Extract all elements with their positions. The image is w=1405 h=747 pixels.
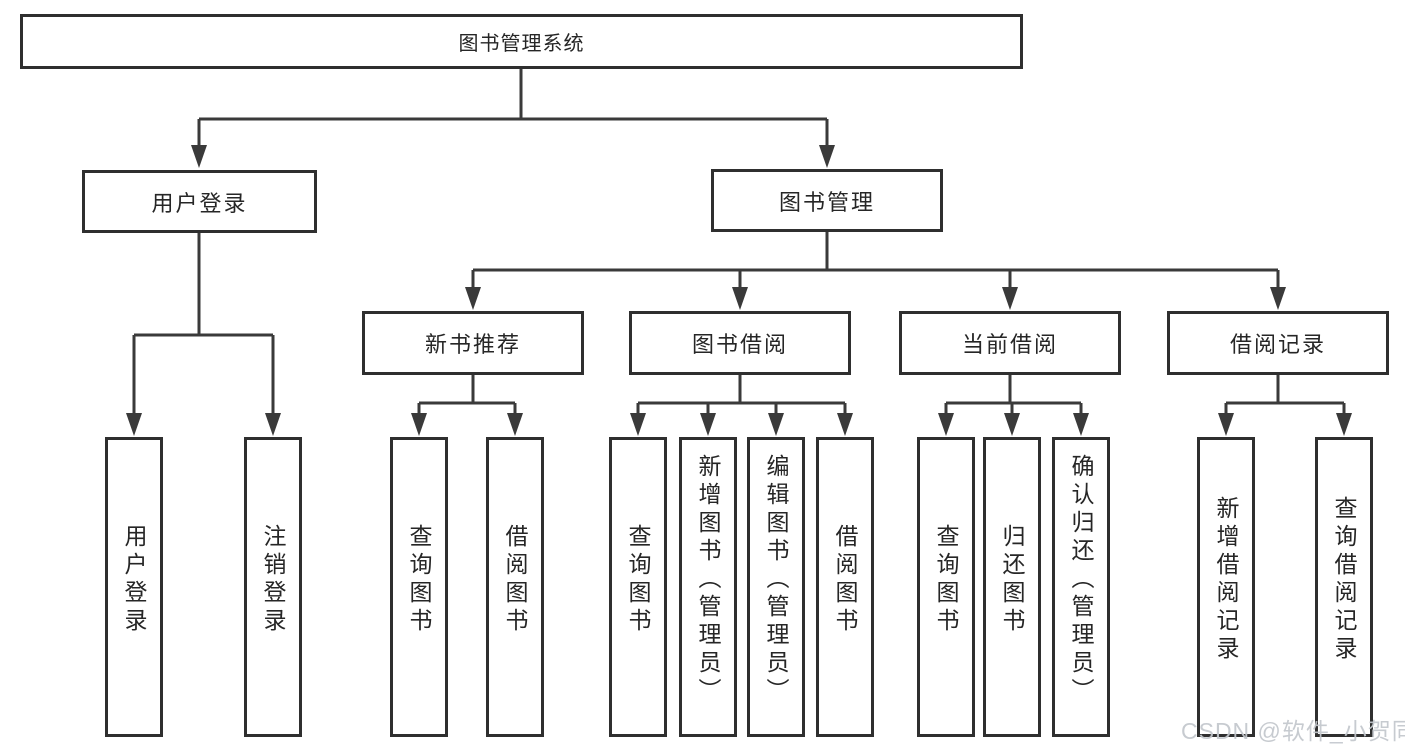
leaf-logout: 注销登录 — [244, 437, 302, 737]
leaf-borrow-books: 借阅图书 — [816, 437, 874, 737]
connector-borrow-record-group — [1218, 375, 1352, 436]
leaf-query-borrow-record: 查询借阅记录 — [1315, 437, 1373, 737]
leaf-query-books-borrowing: 查询图书 — [609, 437, 667, 737]
leaf-user-login: 用户登录 — [105, 437, 163, 737]
connector-root-to-level2 — [191, 69, 835, 168]
connector-book-mgmt-to-level3 — [465, 232, 1286, 310]
leaf-borrow-books-recommend: 借阅图书 — [486, 437, 544, 737]
leaf-query-books-current: 查询图书 — [917, 437, 975, 737]
node-new-book-recommend: 新书推荐 — [362, 311, 584, 375]
connector-user-login-group — [126, 233, 281, 436]
leaf-add-books-admin: 新增图书（管理员） — [679, 437, 737, 737]
connector-new-book-group — [411, 375, 523, 436]
node-book-borrowing: 图书借阅 — [629, 311, 851, 375]
csdn-watermark: CSDN @软件_小贺同学 — [1181, 718, 1405, 744]
connector-current-borrow-group — [938, 375, 1089, 436]
node-book-management: 图书管理 — [711, 169, 943, 232]
node-user-login: 用户登录 — [82, 170, 317, 233]
leaf-edit-books-admin: 编辑图书（管理员） — [747, 437, 805, 737]
node-current-borrowing: 当前借阅 — [899, 311, 1121, 375]
leaf-add-borrow-record: 新增借阅记录 — [1197, 437, 1255, 737]
leaf-return-books: 归还图书 — [983, 437, 1041, 737]
leaf-confirm-return-admin: 确认归还（管理员） — [1052, 437, 1110, 737]
node-root-system: 图书管理系统 — [20, 14, 1023, 69]
leaf-query-books-recommend: 查询图书 — [390, 437, 448, 737]
node-borrowing-records: 借阅记录 — [1167, 311, 1389, 375]
connector-book-borrow-group — [630, 375, 853, 436]
